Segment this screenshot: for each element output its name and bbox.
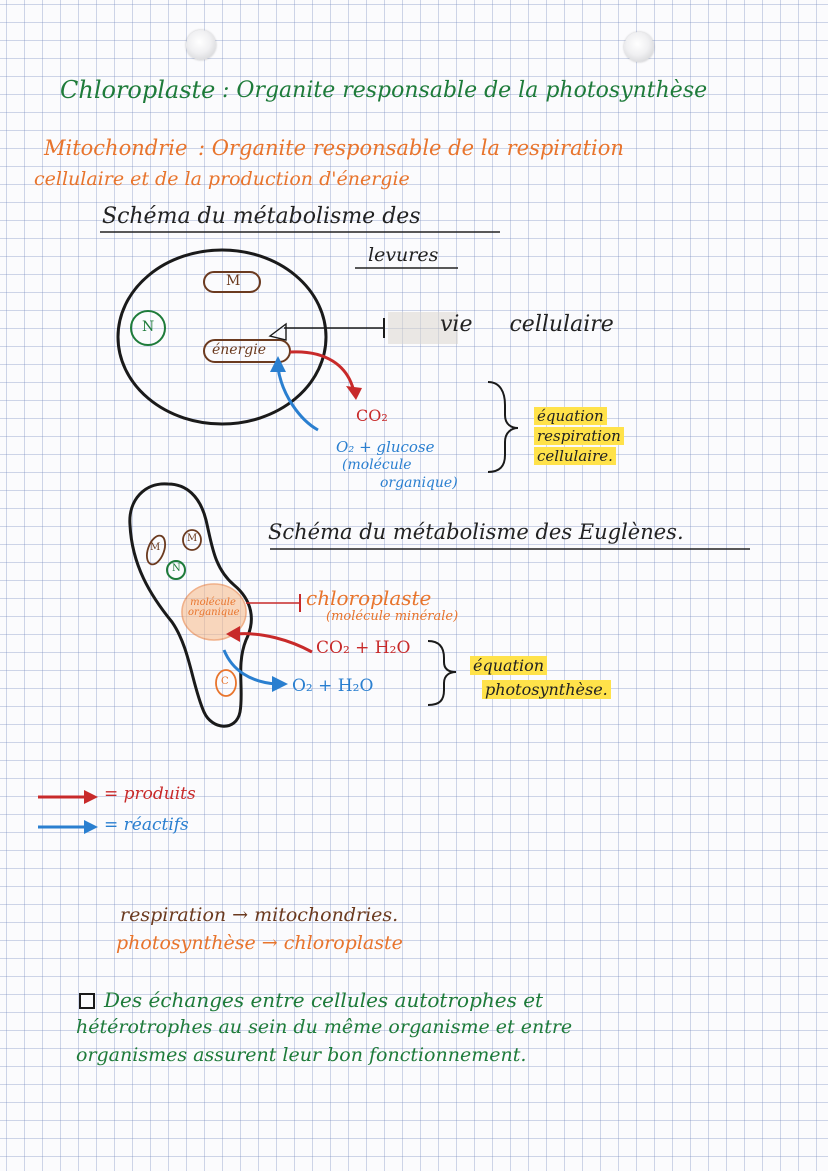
co2-h2o-label: CO₂ + H₂O [316, 638, 411, 658]
levures-title-line2: levures [368, 244, 439, 266]
o2-glucose-label: O₂ + glucose [336, 438, 435, 456]
molecule-label-1: (molécule [342, 457, 412, 473]
mitochondrie-term: Mitochondrie [44, 136, 188, 160]
legend-reactifs: = réactifs [104, 815, 189, 835]
euglena-nucleus [166, 560, 186, 580]
levures-title-line1: Schéma du métabolisme des [102, 204, 421, 229]
euglena-nucleus-label: N [172, 563, 181, 574]
respiration-word: respiration [534, 427, 624, 445]
yeast-cell-outline [116, 248, 328, 426]
respiration-equation-label: équation respiration cellulaire. [534, 406, 624, 466]
yeast-nucleus [130, 310, 166, 346]
equation-word-2: équation [470, 656, 548, 675]
euglena-mito-label-2: M [187, 533, 198, 544]
chloroplaste-definition: : Organite responsable de la photosynthè… [222, 78, 708, 103]
o2-h2o-label: O₂ + H₂O [292, 676, 374, 696]
blue-arrow-euglena [222, 649, 277, 686]
yeast-mito-label: M [226, 273, 241, 289]
euglena-mito-2 [182, 529, 202, 551]
punch-hole-right [624, 32, 654, 62]
chloroplaste-label: chloroplaste [306, 586, 432, 610]
euglena-inner-text: molécule organique [188, 597, 240, 618]
molecule-label-2: organique) [380, 475, 458, 491]
euglena-chloroplast-region [181, 583, 247, 641]
red-arrow-euglena [235, 632, 313, 654]
cellulaire-word: cellulaire. [534, 447, 616, 465]
yeast-brace [487, 381, 519, 473]
energie-label: énergie [212, 342, 267, 358]
mitochondrie-definition-2: cellulaire et de la production d'énergie [34, 168, 410, 190]
euglena-brace [427, 640, 457, 706]
punch-hole-left [186, 30, 216, 60]
photosynthese-word: photosynthèse. [482, 680, 611, 699]
vie-cellulaire-label: vie cellulaire [440, 312, 614, 337]
yeast-mitochondria [203, 271, 261, 293]
red-arrow-co2 [289, 350, 356, 393]
conclusion-line-3: organismes assurent leur bon fonctionnem… [76, 1044, 527, 1066]
conclusion-line-1: Des échanges entre cellules autotrophes … [104, 988, 544, 1012]
photosynthese-summary: photosynthèse → chloroplaste [116, 932, 403, 954]
blue-arrow-o2 [276, 367, 319, 432]
molecule-minerale-label: (molécule minérale) [326, 609, 459, 624]
euglenes-title: Schéma du métabolisme des Euglènes. [268, 520, 684, 544]
euglena-mito-3 [215, 669, 237, 697]
chloroplaste-term: Chloroplaste [60, 76, 216, 104]
respiration-summary: respiration → mitochondries. [120, 904, 399, 926]
co2-label: CO₂ [356, 406, 388, 425]
checkbox-square [79, 993, 95, 1009]
euglena-outline [128, 482, 253, 728]
euglena-mito-1 [145, 534, 167, 566]
yeast-nucleus-label: N [142, 319, 155, 335]
euglena-chloro-label: C [221, 676, 229, 687]
photosynthese-equation-label: équation photosynthèse. [470, 654, 611, 702]
conclusion-line-2: hétérotrophes au sein du même organisme … [76, 1016, 573, 1038]
equation-word: équation [534, 407, 607, 425]
euglena-mito-label-1: M [150, 542, 161, 553]
legend-produits: = produits [104, 784, 196, 804]
mitochondrie-definition-1: : Organite responsable de la respiration [198, 136, 624, 160]
